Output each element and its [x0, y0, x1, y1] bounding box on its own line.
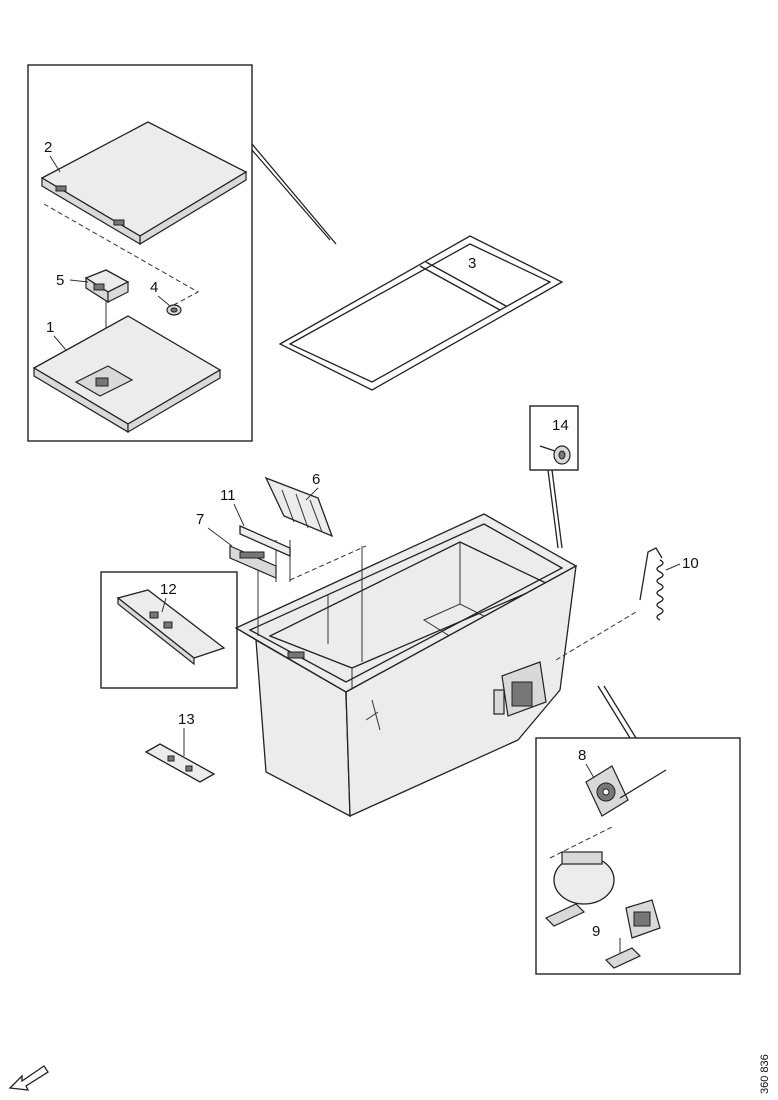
part-4-knob — [166, 304, 182, 316]
callout-7: 7 — [196, 511, 204, 528]
lid-assembly-inset: 2 5 4 1 — [27, 64, 253, 442]
cabinet-body — [234, 513, 578, 818]
callout-11: 11 — [220, 487, 236, 504]
callout-14: 14 — [552, 417, 569, 434]
callout-3: 3 — [468, 255, 476, 272]
part-7-thermostat: 7 — [196, 511, 277, 579]
callout-2: 2 — [44, 139, 52, 156]
part-9-compressor: 9 — [544, 851, 661, 969]
callout-8: 8 — [578, 747, 586, 764]
callout-5: 5 — [56, 272, 64, 289]
part-12-control-panel-inset: 12 — [100, 571, 238, 689]
cooling-unit-inset: 8 9 — [535, 737, 741, 975]
callout-12: 12 — [160, 581, 177, 598]
part-11-label-plate: 11 — [220, 487, 291, 557]
part-14-drain-plug-inset: 14 — [529, 405, 579, 549]
callout-4: 4 — [150, 279, 158, 296]
orientation-arrow-icon — [8, 1065, 49, 1091]
callout-13: 13 — [178, 711, 195, 728]
callout-10: 10 — [682, 555, 699, 572]
callout-6: 6 — [312, 471, 320, 488]
part-6-hinge-plate: 6 — [264, 471, 334, 538]
callout-1: 1 — [46, 319, 54, 336]
part-13-hinge-bracket: 13 — [144, 711, 216, 783]
part-5-clip — [84, 269, 130, 304]
reference-code: 360 836 — [759, 1054, 771, 1094]
part-3-gasket-frame: 3 — [278, 235, 564, 391]
part-2-lid-cover — [40, 121, 248, 246]
callout-9: 9 — [592, 923, 600, 940]
part-1-lid-base — [32, 315, 222, 434]
part-8-fan: 8 — [578, 747, 667, 817]
part-10-spring-element: 10 — [639, 547, 699, 621]
